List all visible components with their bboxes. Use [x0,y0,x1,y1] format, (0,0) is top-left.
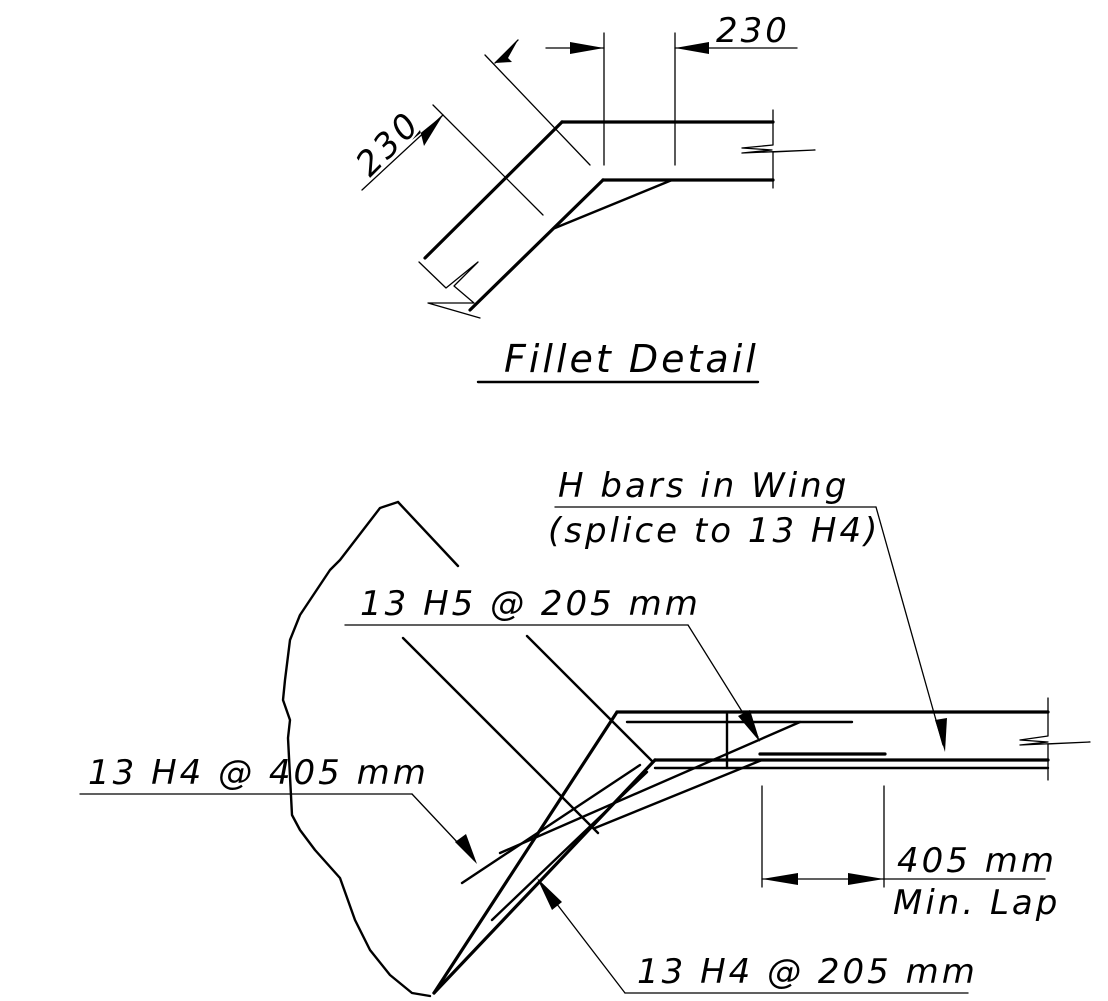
dim-diag-extension-2 [432,104,544,216]
wall-bar-h4-inner [460,763,642,885]
wall-outer-edge [423,120,564,260]
fillet-chamfer [553,178,674,230]
wall-bar-h5-1 [401,636,600,835]
bar-h4-205-label: 13 H4 @ 205 mm [637,952,978,992]
wing-bars-label-line2: (splice to 13 H4) [548,511,880,551]
fillet-detail-title: Fillet Detail [504,337,759,381]
bar-h5-arrow [738,710,760,742]
wall-bar-h5-2 [525,634,655,764]
fillet-bar [498,720,802,855]
dim-diagonal-label: 230 [348,104,429,185]
dim-diag-arrow-1 [495,40,518,63]
dim-diag-extension-1 [484,54,591,166]
wall-outer-face [432,710,619,995]
bar-h4-405-label: 13 H4 @ 405 mm [88,753,429,793]
wall-inner-edge [468,178,605,312]
wall-break-symbol [418,261,481,319]
slab-break-symbol [741,109,816,189]
dim-diag-arrow-2 [412,115,443,146]
dim-arrow-left [570,42,604,54]
wing-bars-leader [875,506,944,746]
wing-bars-arrow [935,718,947,752]
slab-break-symbol [1019,697,1091,781]
lap-length-label: 405 mm [897,841,1057,881]
lap-note-label: Min. Lap [893,883,1060,923]
bar-h4-205-arrow [537,878,562,910]
dim-arrow-right [675,42,709,54]
wall-break-line [281,500,432,998]
wall-bar-h4-outer [490,770,649,922]
bar-h5-label: 13 H5 @ 205 mm [360,584,701,624]
bar-h4-405-arrow [455,834,477,864]
fillet-detail: 230 230 Fillet Detail [348,11,816,384]
lap-arrow-left [762,873,798,885]
fillet-chamfer [593,758,764,830]
lap-arrow-right [848,873,884,885]
wall-top-end-line [396,500,460,568]
reinforcement-detail: H bars in Wing (splice to 13 H4) 13 H5 @… [79,466,1091,998]
wing-bars-label-line1: H bars in Wing [558,466,849,506]
dim-horizontal-label: 230 [716,11,790,51]
